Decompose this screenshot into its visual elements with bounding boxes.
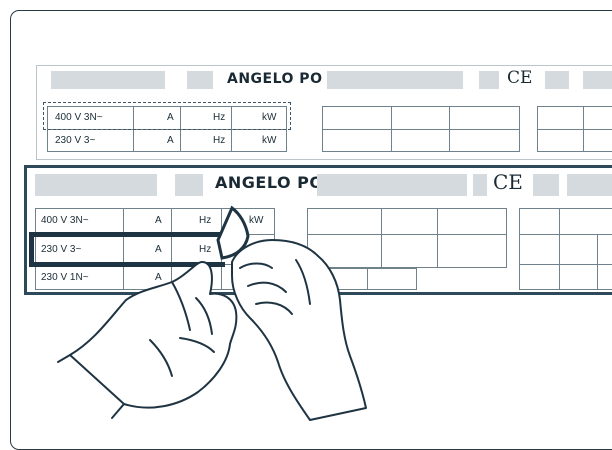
hand-right-icon bbox=[232, 240, 366, 420]
hands-illustration bbox=[0, 0, 612, 436]
hand-left-icon bbox=[58, 262, 236, 418]
